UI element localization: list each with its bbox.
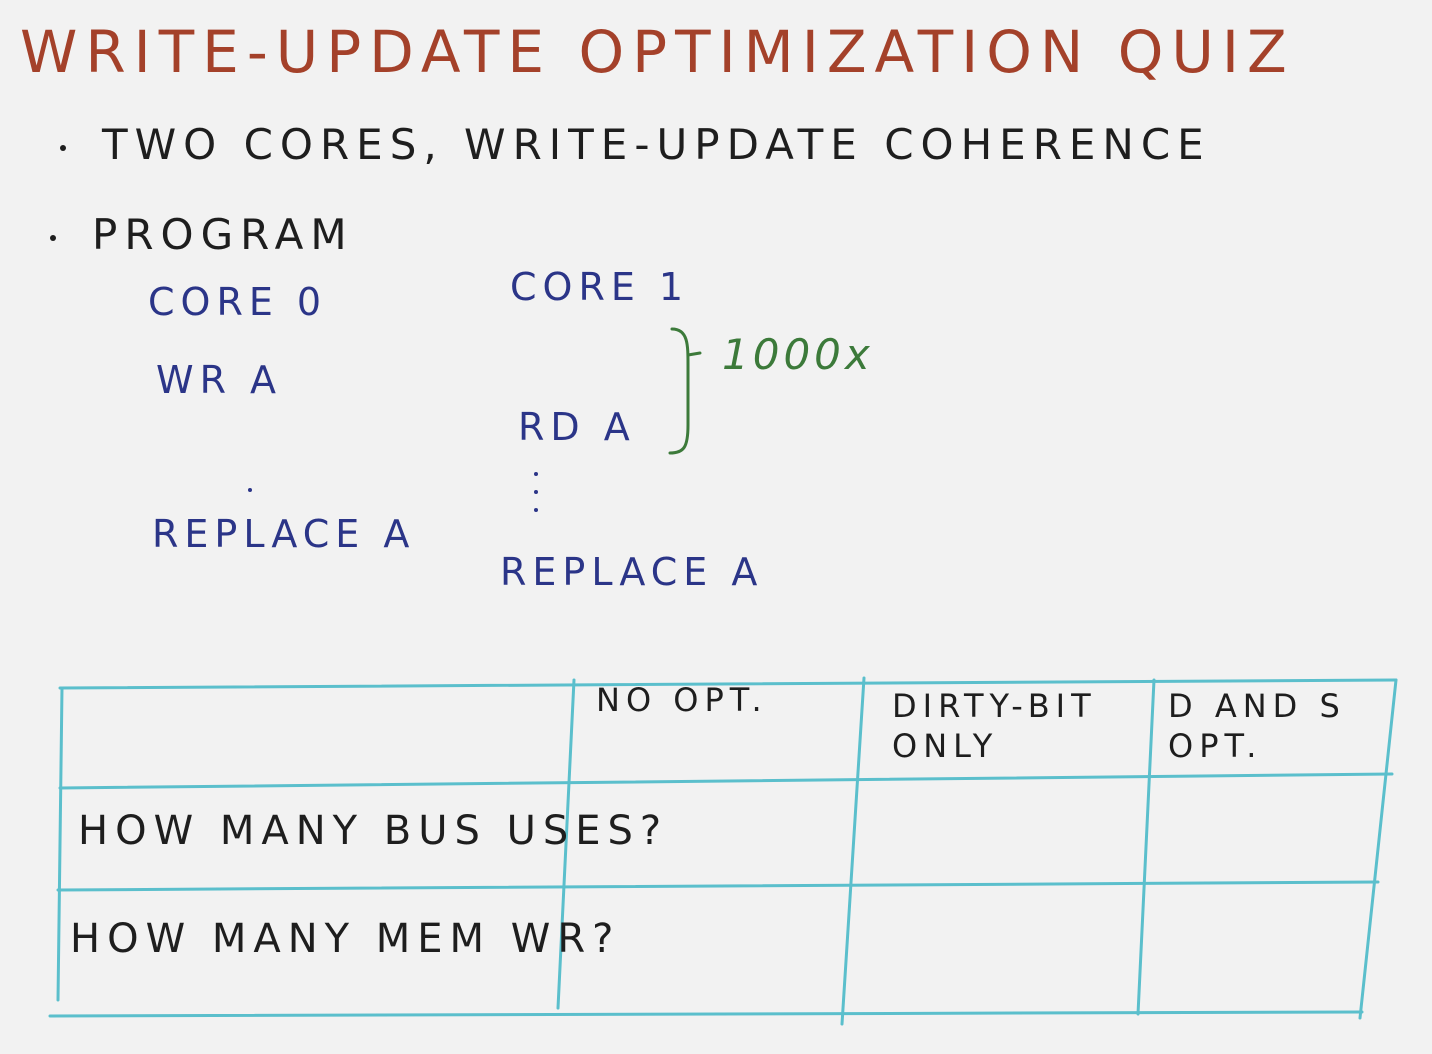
core0-label: CORE 0 [148, 280, 328, 324]
repeat-note: 1000x [722, 330, 874, 379]
bullet-dot [50, 234, 56, 241]
vertical-ellipsis [534, 472, 540, 526]
core1-replace: REPLACE A [500, 550, 764, 594]
bullet-program: PROGRAM [50, 210, 354, 259]
bullet-cores-text: TWO CORES, WRITE-UPDATE COHERENCE [102, 120, 1211, 169]
core0-replace: REPLACE A [152, 512, 416, 556]
core1-label: CORE 1 [510, 265, 690, 309]
column-header-d-and-s: D AND S OPT. [1168, 687, 1346, 765]
bullet-dot [60, 144, 66, 151]
row-label-bus-uses: HOW MANY BUS USES? [78, 808, 669, 854]
row-label-mem-wr: HOW MANY MEM WR? [70, 916, 621, 962]
bullet-cores: TWO CORES, WRITE-UPDATE COHERENCE [60, 120, 1211, 169]
column-header-dirty-bit: DIRTY-BIT ONLY [892, 687, 1097, 765]
column-header-no-opt: NO OPT. [596, 681, 768, 719]
bullet-program-text: PROGRAM [92, 210, 354, 259]
core0-write: WR A [156, 358, 283, 402]
core1-read: RD A [518, 405, 636, 449]
ellipsis-dot [248, 488, 252, 492]
loop-brace [668, 327, 702, 455]
page-title: WRITE-UPDATE OPTIMIZATION QUIZ [20, 18, 1295, 86]
